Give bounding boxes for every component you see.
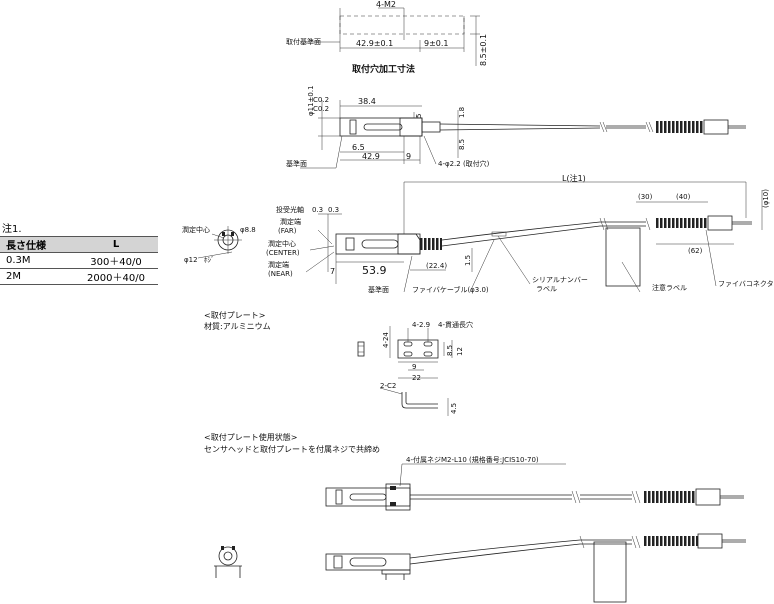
mount-dim-429: 42.9±0.1 [356, 39, 393, 48]
top-dim-429: 42.9 [362, 152, 380, 161]
plate-top-view [397, 339, 439, 359]
top-ref-label: 基準面 [286, 159, 307, 168]
caution-label-box [605, 227, 641, 287]
top-dim-384: 38.4 [358, 97, 376, 106]
front-dim-30: (30) [638, 193, 653, 201]
front-serial-label-2: ラベル [536, 285, 557, 293]
front-dim-03b: 0.3 [328, 206, 339, 214]
front-dim-539: 53.9 [362, 264, 387, 277]
front-connector-label: ファイバコネクタ [718, 279, 774, 288]
front-dim-l: L(注1) [562, 173, 586, 183]
spec-table-header: 長さ仕様 L [0, 236, 158, 253]
plate-dim-45: 4.5 [450, 403, 458, 414]
usage-title: <取付プレート使用状態> [204, 432, 297, 442]
top-view-drawing: φ11±0.1 C0.2 C0.2 38.4 6.5 42.9 9 5 1.8 … [286, 85, 746, 169]
front-dim-03a: 0.3 [312, 206, 323, 214]
plate-c2-label: 2-C2 [380, 382, 396, 390]
mount-hole-drawing: 4-M2 取付基準面 42.9±0.1 9±0.1 8.5±0.1 取付穴加工寸… [286, 0, 488, 75]
plate-dim-9: 9 [412, 363, 416, 371]
front-dim-40: (40) [676, 193, 691, 201]
front-caution-label: 注意ラベル [652, 283, 687, 292]
spec-cell: 300＋40/0 [68, 252, 158, 269]
top-dim-9: 9 [406, 152, 411, 161]
spec-cell: 2M [0, 268, 68, 285]
end-phi12-tail: ﾎｼﾞ [204, 256, 215, 264]
table-row: 0.3M 300＋40/0 [0, 252, 158, 269]
front-far-en: (FAR) [278, 227, 297, 235]
end-center-label: 潤定中心 [182, 225, 210, 234]
usage-screw-label: 4-付属ネジM2-L10 (規格番号:JCIS10-70) [406, 455, 539, 464]
top-dim-phi11: φ11±0.1 [307, 85, 315, 116]
front-view-drawing: 潤定中心 φ12 ﾎｼﾞ φ8.8 [182, 173, 774, 294]
plate-side-view [357, 341, 365, 357]
plate-dim-22: 22 [412, 374, 421, 382]
plate-material: 材質:アルミニウム [204, 321, 271, 331]
end-phi88-label: φ8.8 [240, 226, 256, 234]
mount-m2-label: 4-M2 [376, 0, 396, 9]
top-dim-5: 5 [415, 114, 423, 118]
plate-slot-label: 4-貫通長穴 [438, 320, 473, 329]
top-c02-b: C0.2 [313, 105, 329, 113]
plate-title: <取付プレート> [204, 310, 265, 320]
front-dim-62: (62) [688, 247, 703, 255]
plate-bent-view [401, 392, 438, 409]
front-dim-7: 7 [330, 267, 335, 276]
mount-ref-label: 取付基準面 [286, 37, 321, 46]
note-label: 注1. [2, 224, 22, 235]
top-hole-label: 4-φ2.2 (取付穴) [438, 159, 490, 168]
top-dim-65: 6.5 [352, 143, 365, 152]
top-c02-a: C0.2 [313, 96, 329, 104]
front-cable-label: ファイバケーブル(φ3.0) [412, 285, 489, 294]
usage-drawing: <取付プレート使用状態> センサヘッドと取付プレートを付属ネジで共締め 4-付属… [204, 432, 746, 603]
usage-desc: センサヘッドと取付プレートを付属ネジで共締め [204, 444, 380, 454]
spec-cell: 0.3M [0, 252, 68, 269]
plate-dim-29: 4-2.9 [412, 321, 430, 329]
front-near-en: (NEAR) [268, 270, 293, 278]
spec-cell: 2000＋40/0 [68, 268, 158, 285]
top-dim-85: 8.5 [458, 139, 466, 150]
plate-dim-24: 4-24 [382, 332, 390, 348]
front-proj-axis: 投受光軸 [276, 205, 304, 214]
plate-dim-85: 8.5 [446, 345, 454, 356]
mount-hole-title: 取付穴加工寸法 [352, 63, 415, 75]
front-dim-224: (22.4) [426, 262, 447, 270]
front-center-en: (CENTER) [266, 249, 300, 257]
spec-header-length: 長さ仕様 [0, 236, 68, 253]
front-ref-label: 基準面 [368, 285, 389, 294]
plate-dim-12: 12 [456, 347, 464, 356]
top-dim-18: 1.8 [458, 107, 466, 118]
mount-dim-85: 8.5±0.1 [479, 34, 488, 66]
plate-drawing: <取付プレート> 材質:アルミニウム 4-2.9 4-貫通長穴 4-24 12 … [204, 310, 473, 416]
front-dim-15: 1.5 [464, 255, 472, 266]
front-dim-phi10: (φ10) [762, 189, 770, 208]
table-row: 2M 2000＋40/0 [0, 268, 158, 285]
front-near-label: 潤定端 [268, 260, 289, 269]
front-serial-label-1: シリアルナンバー [532, 276, 588, 284]
spec-table: 長さ仕様 L 0.3M 300＋40/0 2M 2000＋40/0 [0, 236, 158, 285]
mount-dim-9: 9±0.1 [424, 39, 449, 48]
spec-header-l: L [68, 236, 158, 253]
end-phi12-label: φ12 [184, 256, 198, 264]
front-center-label: 潤定中心 [268, 239, 296, 248]
front-far-label: 潤定端 [280, 217, 301, 226]
